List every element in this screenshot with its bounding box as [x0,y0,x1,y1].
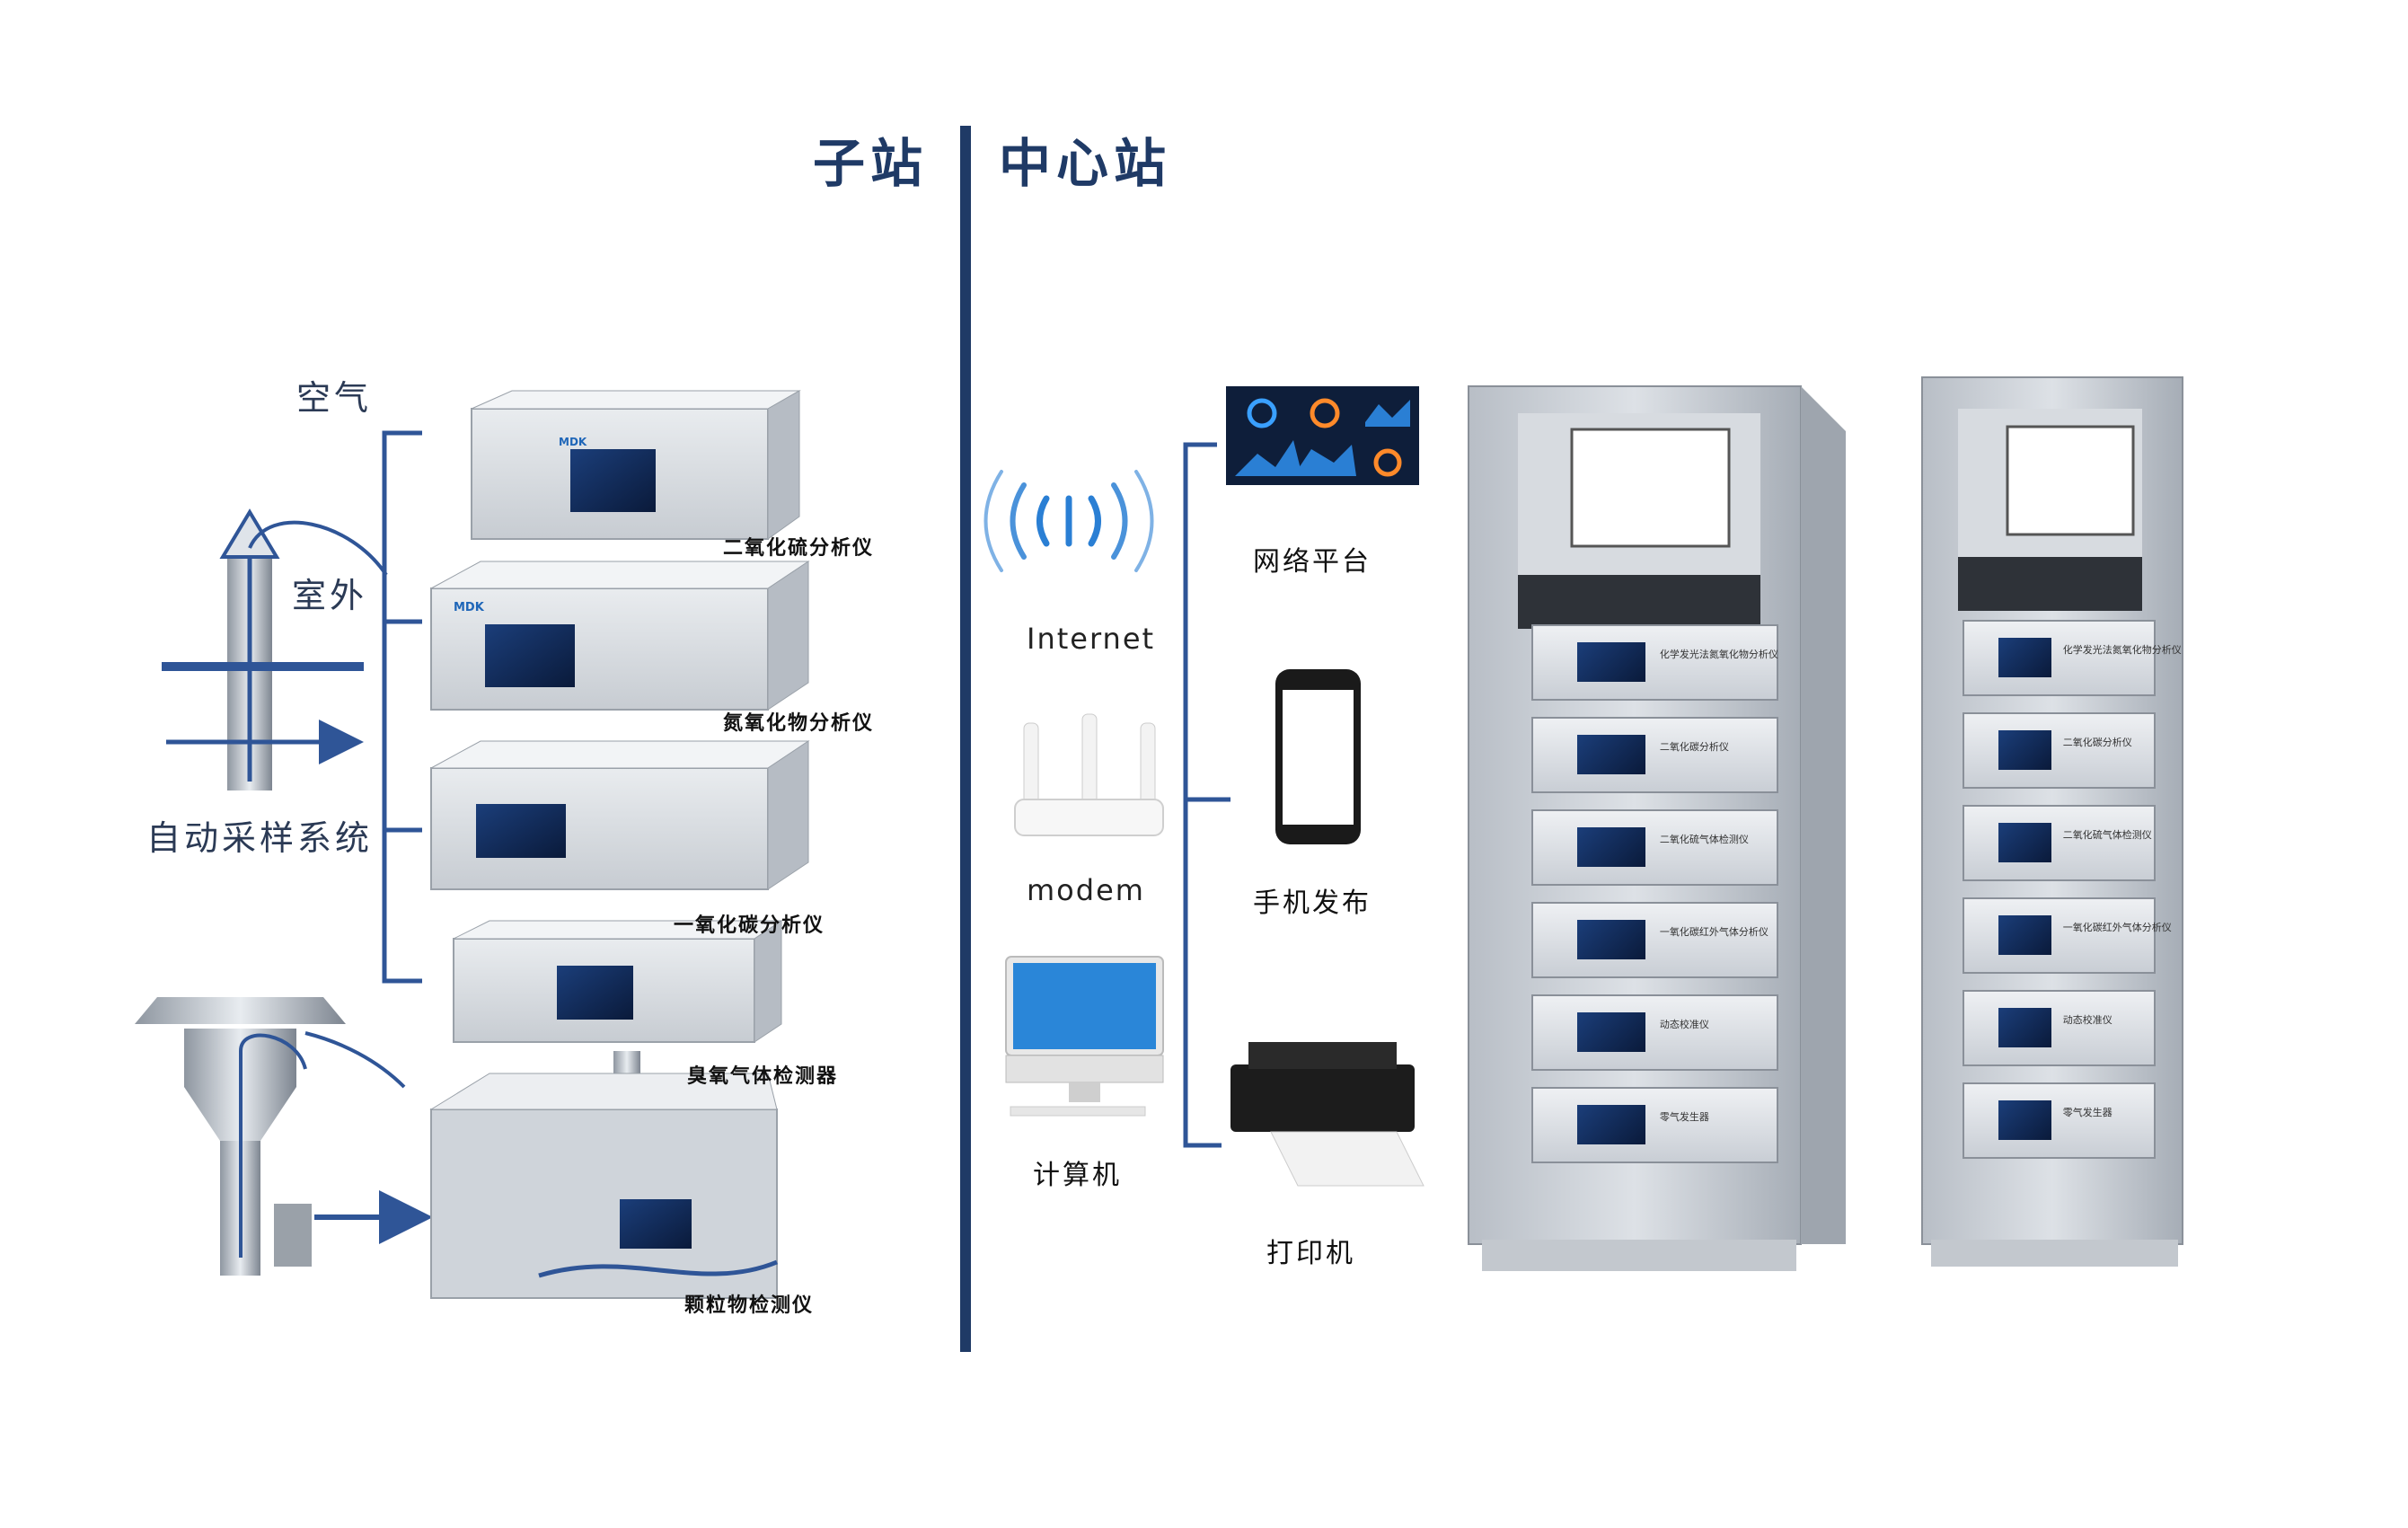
rack-unit-label: 二氧化硫气体检测仪 [2062,828,2152,841]
rack-unit: 二氧化硫气体检测仪 [1531,809,1778,886]
network-platform-icon [1226,386,1419,485]
network-platform-label: 网络平台 [1253,546,1372,578]
rack-unit: 零气发生器 [1963,1082,2156,1159]
printer-label: 打印机 [1266,1238,1355,1269]
rack-unit-screen [1998,637,2052,678]
rack-unit-label: 动态校准仪 [1659,1018,1709,1030]
sampling-system-label: 自动采样系统 [146,818,374,858]
rack-unit-label: 一氧化碳红外气体分析仪 [1659,925,1769,938]
rack-unit: 动态校准仪 [1963,990,2156,1066]
rack-unit: 一氧化碳红外气体分析仪 [1531,902,1778,978]
nox-analyzer-label: 氮氧化物分析仪 [723,712,875,735]
so2-analyzer-label: 二氧化硫分析仪 [723,537,875,560]
wifi-icon [983,470,1154,572]
computer-label: 计算机 [1033,1160,1122,1191]
rack-unit-label: 动态校准仪 [2062,1013,2113,1026]
rack-unit-label: 二氧化碳分析仪 [1659,740,1729,753]
rack-unit-screen [1998,914,2052,956]
o3-detector-device [453,920,783,1043]
particulate-monitor-label: 颗粒物检测仪 [684,1294,815,1317]
rack-unit: 二氧化碳分析仪 [1963,712,2156,789]
rack-unit-label: 化学发光法氮氧化物分析仪 [2062,643,2182,656]
o3-detector-label: 臭氧气体检测器 [687,1065,839,1088]
rack-unit-screen [1998,729,2052,771]
svg-text:MDK: MDK [559,436,587,448]
outdoor-label: 室外 [292,576,368,615]
rack-unit-screen [1576,1104,1645,1145]
rack-unit-screen [1576,919,1645,960]
particulate-inlet [135,997,433,1276]
smartphone-icon [1275,669,1361,844]
rack-unit-screen [1576,1011,1645,1053]
rack-unit-screen [1998,822,2052,863]
rack-unit-label: 二氧化碳分析仪 [2062,736,2132,748]
mobile-publish-label: 手机发布 [1253,888,1372,919]
rack-unit-label: 零气发生器 [2062,1106,2113,1118]
co-analyzer-label: 一氧化碳分析仪 [674,914,825,937]
rack-unit-screen [1998,1100,2052,1141]
rack-unit-screen [1576,734,1645,775]
rack-unit-label: 二氧化硫气体检测仪 [1659,833,1749,845]
router-icon [1014,713,1164,836]
center-station-title: 中心站 [999,133,1172,194]
rack-unit: 一氧化碳红外气体分析仪 [1963,897,2172,974]
rack-unit: 化学发光法氮氧化物分析仪 [1963,620,2182,696]
co-analyzer-device [430,740,810,890]
rack-unit: 零气发生器 [1531,1087,1778,1163]
computer-icon [1005,956,1164,1117]
internet-label: Internet [1027,622,1156,656]
rack-unit: 化学发光法氮氧化物分析仪 [1531,624,1778,701]
so2-analyzer-device: MDK [471,390,801,540]
divider-line [960,126,971,1352]
air-label: 空气 [296,378,373,418]
particulate-monitor-device [429,1051,778,1299]
rack-unit: 二氧化硫气体检测仪 [1963,805,2156,881]
printer-icon [1230,1042,1425,1187]
rack-unit-label: 一氧化碳红外气体分析仪 [2062,921,2172,933]
rack-unit-screen [1576,826,1645,868]
rack-unit: 动态校准仪 [1531,994,1778,1071]
rack-unit-screen [1576,641,1645,683]
rack-unit-label: 化学发光法氮氧化物分析仪 [1659,648,1778,660]
rack-unit-label: 零气发生器 [1659,1110,1709,1123]
svg-text:MDK: MDK [454,601,485,614]
nox-analyzer-device: MDK [430,561,810,711]
rack-unit-screen [1998,1007,2052,1048]
modem-label: modem [1027,873,1145,907]
rack-unit: 二氧化碳分析仪 [1531,717,1778,793]
substation-title: 子站 [813,133,929,194]
